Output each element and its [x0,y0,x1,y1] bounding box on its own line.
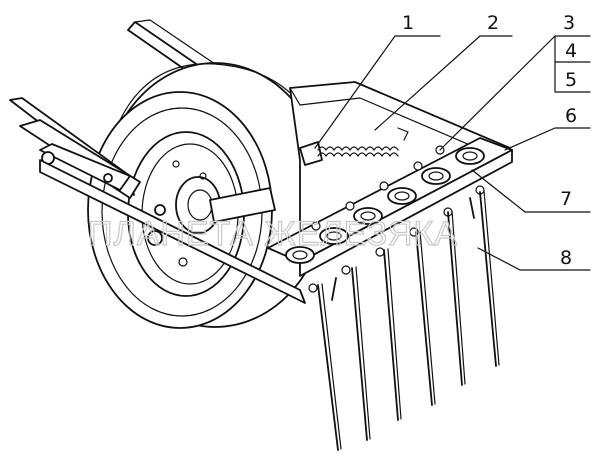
callout-7: 7 [560,188,572,210]
leader-lines [314,35,591,271]
callout-3: 3 [563,12,575,34]
tines [317,190,500,451]
watermark-text: ПЛАНЕТА ЖЕЛЕЗЯКА [88,215,458,253]
callout-labels: 1 2 3 4 5 6 7 8 [402,12,577,269]
callout-5: 5 [565,69,577,91]
callout-8: 8 [560,247,572,269]
callout-6: 6 [565,105,577,127]
callout-2: 2 [487,12,499,34]
callout-1: 1 [402,12,414,34]
tine-sockets [285,147,485,264]
callout-4: 4 [565,40,577,62]
spring-assembly [299,127,409,166]
hitch-arm [9,97,318,304]
wheel [87,62,328,329]
